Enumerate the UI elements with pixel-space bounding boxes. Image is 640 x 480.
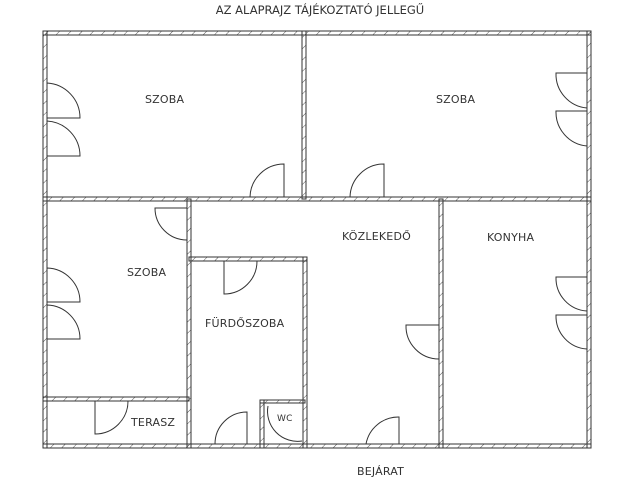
door-icon (214, 411, 248, 445)
door-icon (405, 324, 440, 360)
doors (46, 72, 588, 445)
room-label-kitchen: KONYHA (487, 231, 535, 244)
door-icon (94, 400, 129, 435)
entrance-label: BEJÁRAT (357, 465, 405, 478)
walls (42, 30, 592, 449)
door-icon (46, 304, 81, 340)
door-icon (365, 416, 400, 445)
door-icon (223, 260, 258, 295)
room-label-middle-left: SZOBA (127, 266, 167, 279)
door-icon (46, 82, 81, 119)
door-icon (267, 405, 303, 442)
door-icon (555, 314, 588, 350)
door-icon (154, 207, 188, 241)
door-icon (46, 120, 81, 157)
room-label-top-left: SZOBA (145, 93, 185, 106)
door-icon (555, 72, 588, 109)
door-icon (249, 163, 285, 198)
door-icon (349, 163, 385, 198)
plan-title: AZ ALAPRAJZ TÁJÉKOZTATÓ JELLEGŰ (215, 3, 425, 17)
room-label-wc: WC (277, 414, 293, 424)
door-icon (555, 110, 588, 147)
room-label-bathroom: FÜRDŐSZOBA (205, 317, 285, 330)
room-label-top-right: SZOBA (436, 93, 476, 106)
room-label-terrace: TERASZ (131, 416, 176, 429)
room-label-hallway: KÖZLEKEDŐ (342, 230, 411, 243)
door-icon (46, 267, 81, 303)
door-icon (555, 276, 588, 312)
